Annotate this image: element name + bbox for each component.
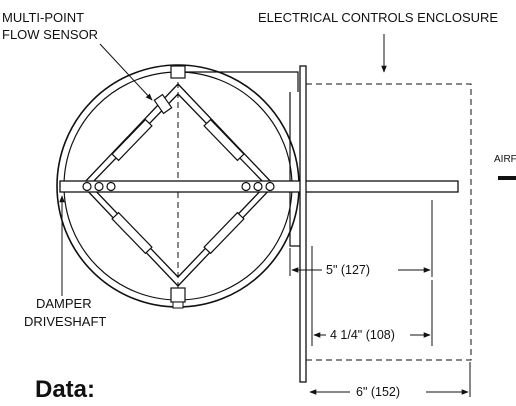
- airflow-arrow: [498, 176, 516, 180]
- bottom-fitting-cap: [172, 301, 184, 309]
- dim3-label: 6" (152): [356, 385, 400, 399]
- bottom-fitting: [170, 287, 186, 303]
- sensor-tube-top: [185, 71, 299, 92]
- driveshaft-holes: [82, 181, 275, 192]
- damper-label-line2: DRIVESHAFT: [24, 314, 106, 329]
- sensor-elements: [111, 118, 245, 255]
- airflow-label: AIRF: [494, 154, 516, 165]
- dim1-label: 5" (127): [326, 263, 370, 277]
- sensor-tube-side: [289, 92, 300, 247]
- mounting-plate: [299, 65, 307, 383]
- damper-label-line1: DAMPER: [36, 296, 92, 311]
- enclosure-label: ELECTRICAL CONTROLS ENCLOSURE: [258, 10, 498, 25]
- dim2-label: 4 1/4" (108): [330, 328, 395, 342]
- data-heading: Data:: [35, 376, 95, 401]
- sensor-connector: [153, 93, 173, 115]
- sensor-label-line1: MULTI-POINT: [2, 10, 84, 25]
- sensor-leader: [99, 43, 153, 101]
- sensor-label-line2: FLOW SENSOR: [2, 27, 98, 42]
- enclosure-outline: [305, 83, 472, 361]
- top-fitting: [170, 65, 186, 79]
